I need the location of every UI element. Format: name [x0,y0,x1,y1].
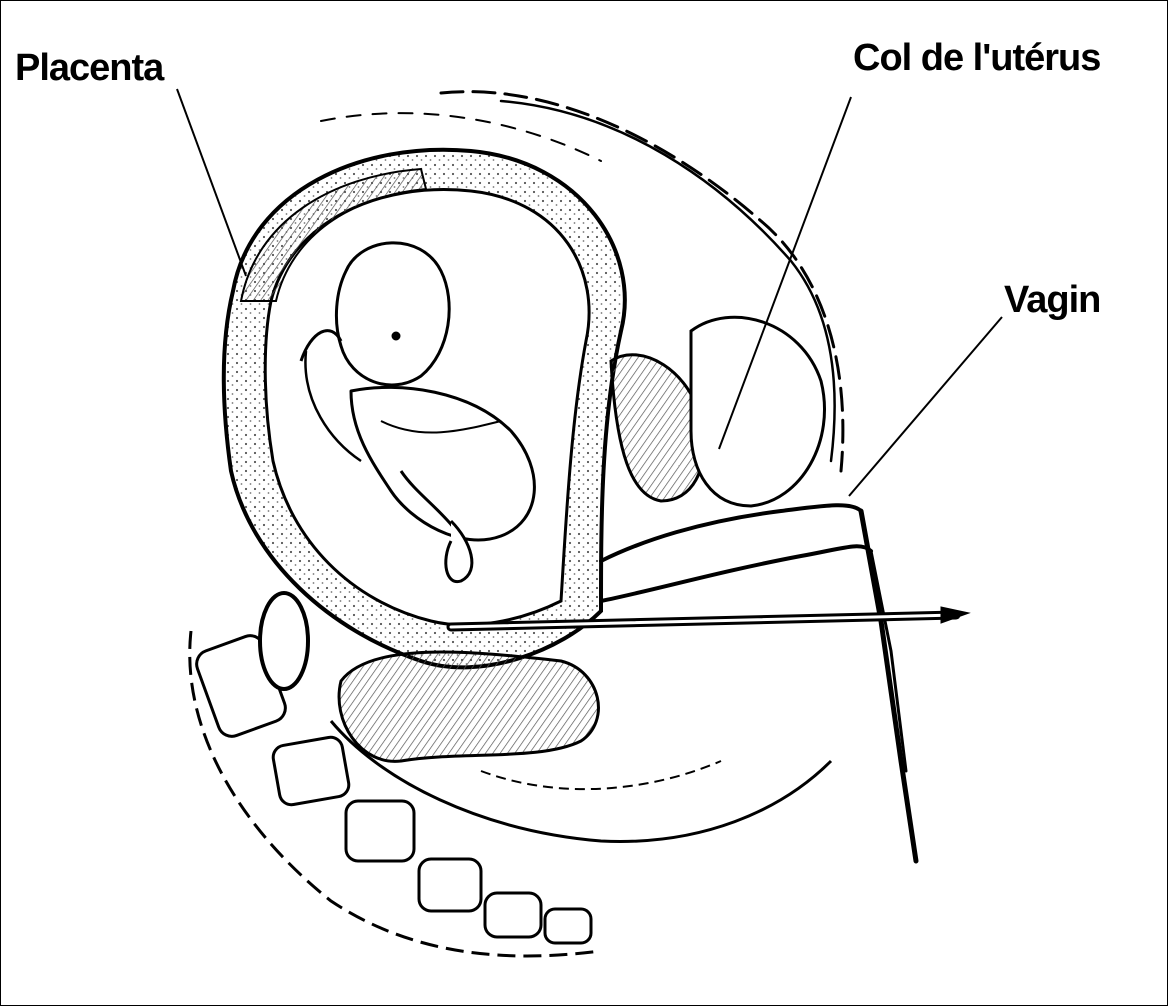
col-uterus-label: Col de l'utérus [853,39,1100,77]
vagin-leader-line [849,317,1002,496]
vagin-label: Vagin [1004,281,1100,319]
ovary [260,593,308,689]
placenta-label: Placenta [15,49,163,87]
bladder [611,317,825,506]
cervix-vagina [601,505,916,861]
placenta-leader-line [177,89,246,276]
